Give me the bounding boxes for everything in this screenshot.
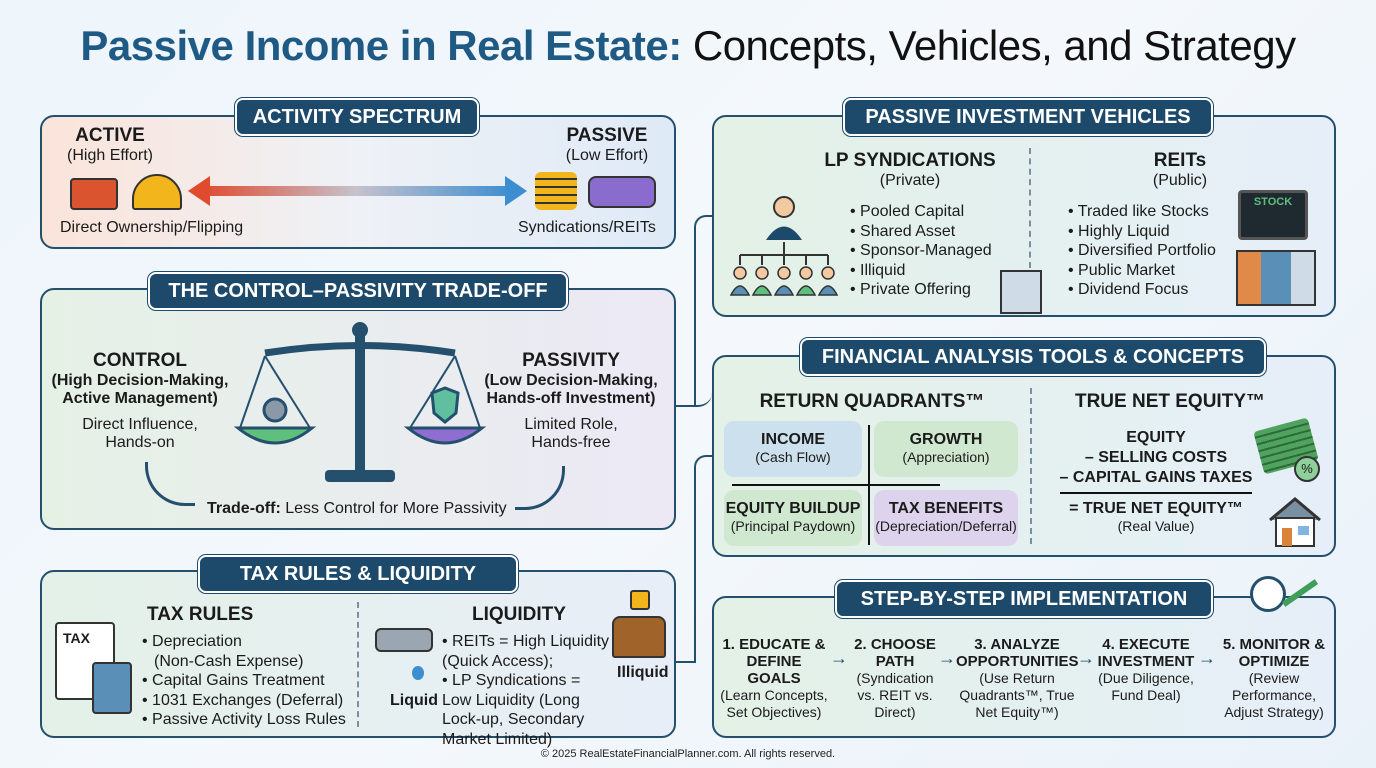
city-buildings-icon (1236, 250, 1316, 306)
connector (676, 661, 694, 663)
couch-icon (588, 176, 656, 208)
faucet-icon (375, 628, 433, 652)
steps-header: STEP-BY-STEP IMPLEMENTATION (835, 580, 1213, 618)
control-block: CONTROL (High Decision-Making, Active Ma… (51, 350, 229, 451)
quadrant-tax-benefits: TAX BENEFITS(Depreciation/Deferral) (874, 490, 1018, 546)
passivity-block: PASSIVITY (Low Decision-Making, Hands-of… (484, 350, 658, 451)
spectrum-arrow (200, 186, 512, 196)
tax-rules-list: Depreciation (Non-Cash Expense) Capital … (142, 632, 346, 730)
divider (357, 602, 359, 727)
active-label: ACTIVE(High Effort) (67, 125, 153, 164)
tax-liquidity-header: TAX RULES & LIQUIDITY (198, 555, 518, 593)
tne-result: = TRUE NET EQUITY™(Real Value) (1069, 500, 1243, 534)
vehicles-header: PASSIVE INVESTMENT VEHICLES (843, 98, 1213, 136)
tax-rules-title: TAX RULES (147, 604, 254, 625)
true-net-equity-title: TRUE NET EQUITY™ (1074, 391, 1265, 412)
stock-chart-icon: STOCK (1238, 190, 1308, 240)
reit-list: Traded like StocksHighly LiquidDiversifi… (1068, 202, 1216, 300)
page-title: Passive Income in Real Estate: Concepts,… (80, 22, 1296, 69)
org-chart-icon (729, 196, 839, 296)
liquid-label: Liquid (390, 692, 438, 709)
fraction-line (1060, 492, 1252, 494)
lp-title-block: LP SYNDICATIONS(Private) (824, 150, 996, 189)
quadrant-income: INCOME(Cash Flow) (724, 421, 862, 477)
arrow-icon: → (938, 648, 956, 668)
toolbox-icon (70, 178, 118, 210)
treasure-chest-icon (612, 616, 666, 658)
hardhat-icon (132, 174, 182, 210)
footer-copyright: © 2025 RealEstateFinancialPlanner.com. A… (540, 748, 836, 760)
quadrant-equity-buildup: EQUITY BUILDUP(Principal Paydown) (724, 490, 862, 546)
illiquid-label: Illiquid (617, 664, 669, 681)
tne-formula: EQUITY– SELLING COSTS– CAPITAL GAINS TAX… (1059, 429, 1253, 486)
liquidity-title: LIQUIDITY (472, 604, 566, 625)
activity-spectrum-header: ACTIVITY SPECTRUM (235, 98, 479, 136)
house-icon (1269, 497, 1321, 547)
financial-header: FINANCIAL ANALYSIS TOOLS & CONCEPTS (800, 338, 1266, 376)
step-1: 1. EDUCATE &DEFINE GOALS(Learn Concepts,… (720, 636, 828, 720)
compass-growth-icon (1250, 576, 1286, 612)
arrow-icon: → (1198, 648, 1216, 668)
water-drop-icon (412, 666, 424, 680)
arrow-icon: → (830, 648, 848, 668)
connector (694, 215, 712, 407)
reit-title-block: REITs(Public) (1152, 150, 1208, 189)
percent-icon: % (1294, 456, 1320, 482)
padlock-icon (630, 590, 650, 610)
passive-caption: Syndications/REITs (518, 219, 656, 236)
active-caption: Direct Ownership/Flipping (60, 219, 244, 236)
liquidity-list: REITs = High Liquidity (Quick Access); L… (442, 632, 612, 749)
divider (1030, 388, 1032, 544)
lp-list: Pooled CapitalShared AssetSponsor-Manage… (850, 202, 992, 300)
calculator-icon (92, 662, 132, 714)
passive-label: PASSIVE(Low Effort) (565, 125, 649, 164)
balance-scale-icon (233, 322, 487, 482)
office-building-icon (1000, 270, 1042, 314)
quadrant-axis (732, 484, 940, 486)
arrow-left-head (188, 176, 210, 206)
coins-icon (535, 172, 577, 210)
divider (1029, 148, 1031, 268)
return-quadrants-title: RETURN QUADRANTS™ (759, 391, 985, 412)
connector (694, 455, 712, 663)
step-5: 5. MONITOR &OPTIMIZE(Review Performance,… (1222, 636, 1326, 720)
tradeoff-caption: Trade-off: Less Control for More Passivi… (207, 500, 507, 517)
connector (676, 405, 694, 407)
arrow-right-head (505, 176, 527, 206)
tradeoff-header: THE CONTROL–PASSIVITY TRADE-OFF (148, 272, 568, 310)
quadrant-growth: GROWTH(Appreciation) (874, 421, 1018, 477)
arrow-icon: → (1077, 648, 1095, 668)
